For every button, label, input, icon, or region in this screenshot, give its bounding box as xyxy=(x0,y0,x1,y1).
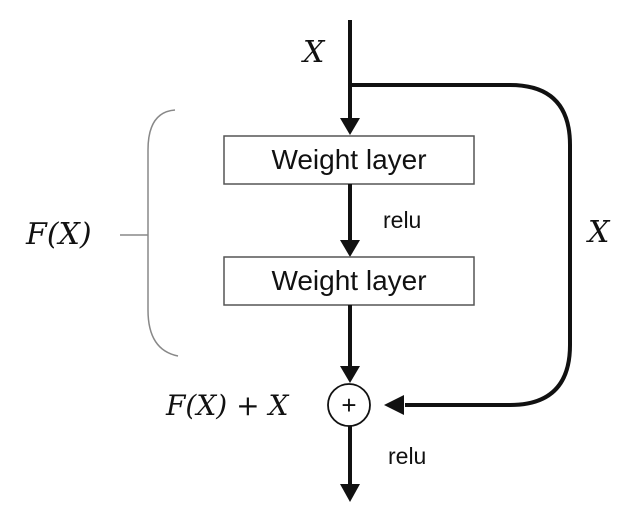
residual-brace xyxy=(147,109,179,357)
weight-layer-1-label: Weight layer xyxy=(271,144,426,175)
input-label: X xyxy=(301,35,326,70)
layer-to-sum-arrowhead xyxy=(340,366,360,383)
weight-layer-2-box xyxy=(223,256,475,306)
shortcut-arrowhead xyxy=(384,395,404,415)
shortcut-connection xyxy=(350,83,572,407)
inter-layer-arrowhead xyxy=(340,240,360,257)
output-arrowhead xyxy=(340,484,360,502)
shortcut-label: X xyxy=(586,215,611,250)
relu-label-2: relu xyxy=(388,443,426,469)
weight-layer-2-label: Weight layer xyxy=(271,265,426,296)
sum-output-label: F(X) + X xyxy=(165,389,289,422)
relu-label-1: relu xyxy=(383,207,421,233)
residual-function-label: F(X) xyxy=(25,217,92,252)
sum-symbol: + xyxy=(341,390,356,420)
input-arrowhead xyxy=(340,118,360,135)
